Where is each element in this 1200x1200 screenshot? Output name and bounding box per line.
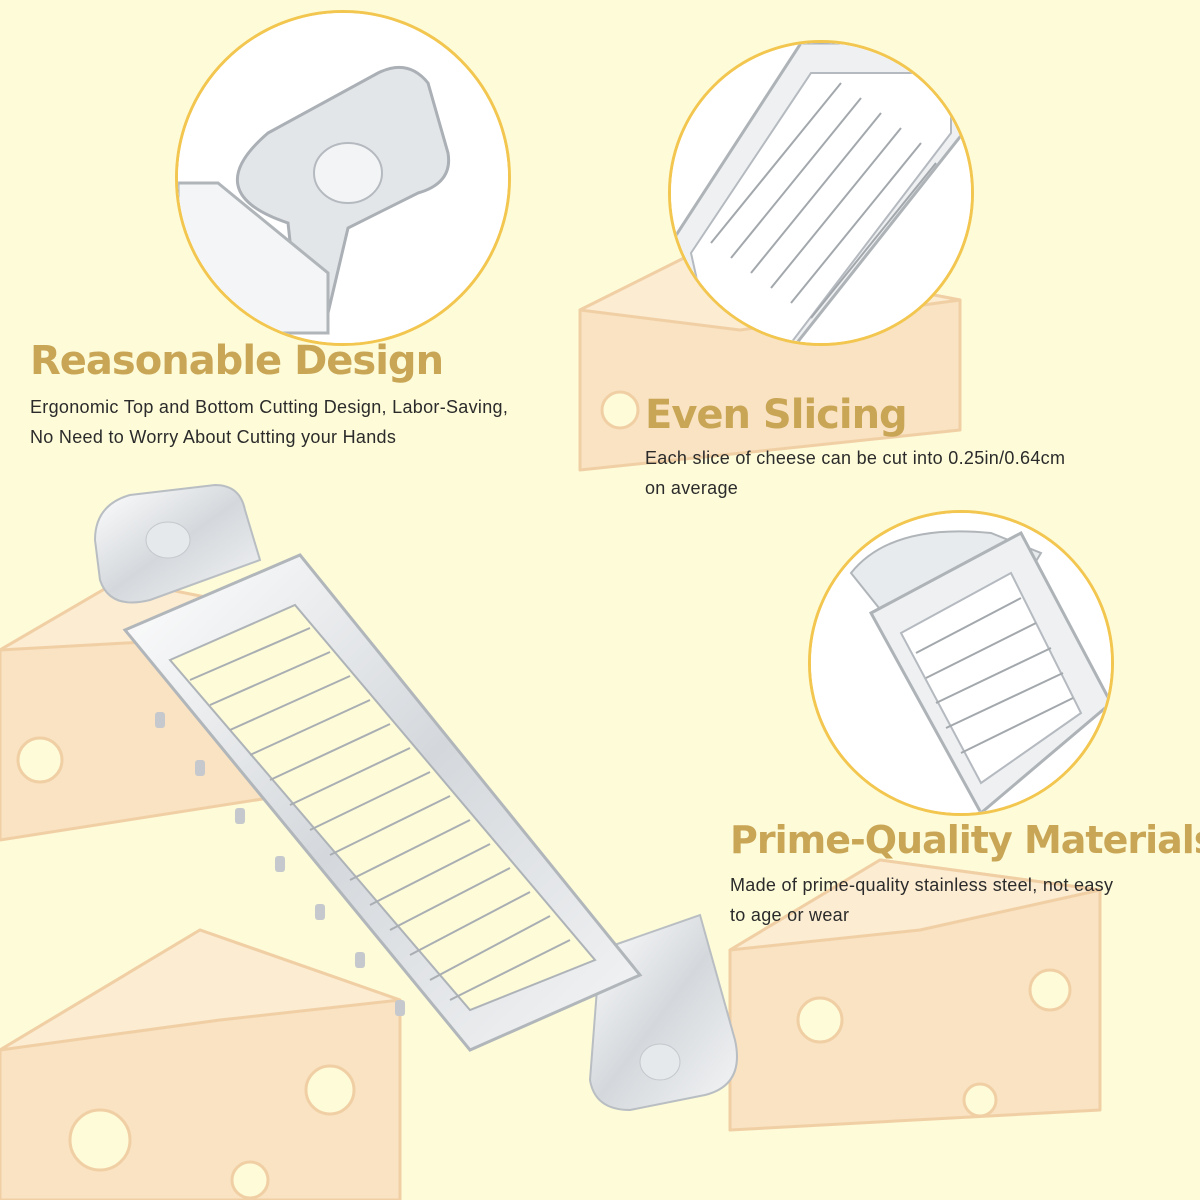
zoom-callout-wires: [668, 40, 974, 346]
feature-description-prime-quality-materials: Made of prime-quality stainless steel, n…: [730, 870, 1113, 930]
feature-description-even-slicing: Each slice of cheese can be cut into 0.2…: [645, 443, 1065, 503]
wires-closeup: [671, 43, 971, 343]
zoom-callout-top-handle: [175, 10, 511, 346]
cheese-wedge-icon: [728, 858, 1102, 1132]
description-line: to age or wear: [730, 905, 850, 925]
description-line: No Need to Worry About Cutting your Hand…: [30, 427, 397, 447]
zoom-callout-frame: [808, 510, 1114, 816]
description-line: on average: [645, 478, 739, 498]
feature-heading-prime-quality-materials: Prime-Quality Materials: [730, 818, 1200, 862]
cheese-slicer-product: [93, 483, 738, 1112]
description-line: Ergonomic Top and Bottom Cutting Design,…: [30, 397, 509, 417]
description-line: Made of prime-quality stainless steel, n…: [730, 875, 1114, 895]
handle-closeup: [178, 13, 508, 343]
feature-heading-even-slicing: Even Slicing: [645, 392, 908, 438]
cheese-wedge-icon: [0, 928, 402, 1200]
feature-heading-reasonable-design: Reasonable Design: [30, 338, 444, 384]
frame-closeup: [811, 513, 1111, 813]
feature-description-reasonable-design: Ergonomic Top and Bottom Cutting Design,…: [30, 392, 508, 452]
description-line: Each slice of cheese can be cut into 0.2…: [645, 448, 1066, 468]
